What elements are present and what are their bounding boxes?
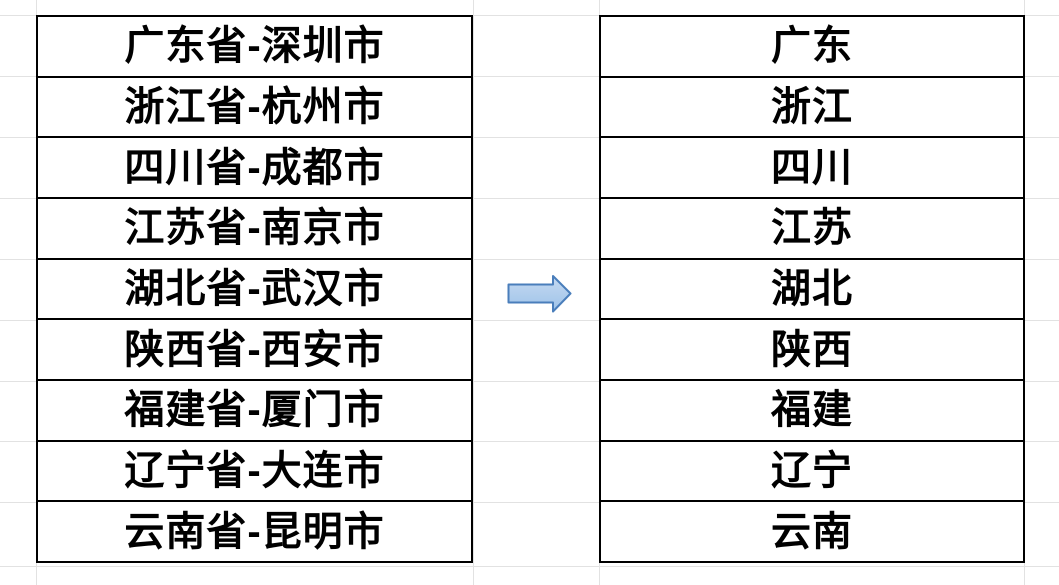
source-table-cell[interactable]: 浙江省-杭州市 xyxy=(38,78,471,139)
gridline-horizontal xyxy=(0,320,1059,321)
result-table: 广东 浙江 四川 江苏 湖北 陕西 福建 辽宁 云南 xyxy=(599,15,1025,563)
gridline-horizontal xyxy=(0,566,1059,567)
result-table-cell[interactable]: 四川 xyxy=(601,138,1023,200)
gridline-horizontal xyxy=(0,259,1059,260)
source-table-cell[interactable]: 广东省-深圳市 xyxy=(38,17,471,78)
gridline-horizontal xyxy=(0,76,1059,77)
result-table-cell[interactable]: 辽宁 xyxy=(601,442,1023,503)
result-table-cell[interactable]: 云南 xyxy=(771,509,853,554)
gridline-vertical xyxy=(473,0,474,585)
source-table-cell[interactable]: 陕西省-西安市 xyxy=(38,320,471,382)
result-table-cell[interactable]: 广东 xyxy=(601,17,1023,78)
result-table-cell[interactable]: 湖北 xyxy=(601,260,1023,321)
gridline-horizontal xyxy=(0,15,1059,16)
source-table-cell[interactable]: 福建省-厦门市 xyxy=(38,381,471,442)
result-table-cell[interactable]: 陕西 xyxy=(601,320,1023,382)
transform-arrow-icon xyxy=(507,274,573,314)
gridline-horizontal xyxy=(0,441,1059,442)
gridline-horizontal xyxy=(0,381,1059,382)
result-table-cell[interactable]: 江苏 xyxy=(601,199,1023,260)
source-table-cell[interactable]: 辽宁省-大连市 xyxy=(38,442,471,503)
gridline-horizontal xyxy=(0,137,1059,138)
source-table-cell[interactable]: 江苏省-南京市 xyxy=(38,199,471,260)
source-table-cell[interactable]: 湖北省-武汉市 xyxy=(38,260,471,321)
result-table-cell[interactable]: 浙江 xyxy=(601,78,1023,139)
source-table: 广东省-深圳市 浙江省-杭州市 四川省-成都市 江苏省-南京市 湖北省-武汉市 … xyxy=(36,15,473,563)
result-table-cell[interactable]: 福建 xyxy=(601,381,1023,442)
gridline-horizontal xyxy=(0,198,1059,199)
source-table-cell[interactable]: 云南省-昆明市 xyxy=(124,509,385,554)
source-table-cell[interactable]: 四川省-成都市 xyxy=(38,138,471,200)
gridline-horizontal xyxy=(0,502,1059,503)
